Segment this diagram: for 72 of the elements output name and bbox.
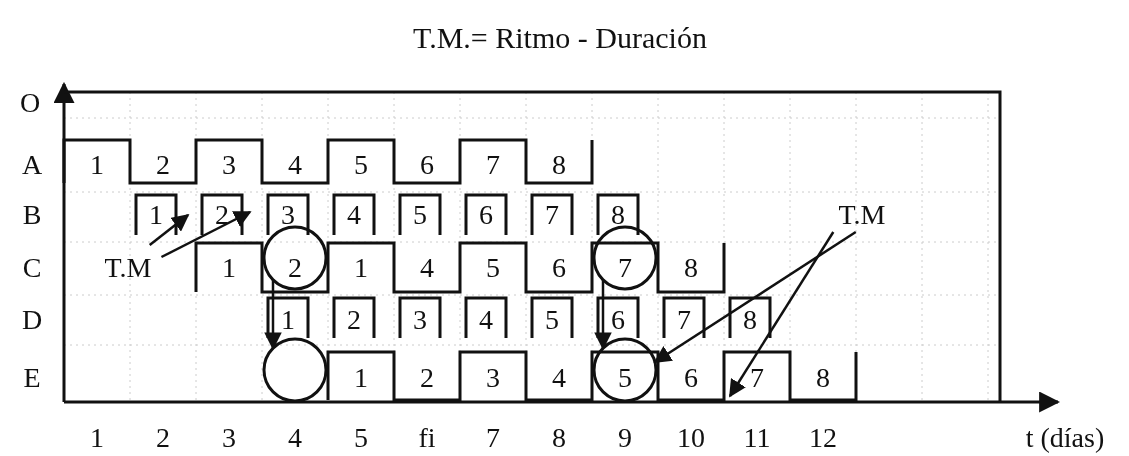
block-number: 6 <box>552 254 566 282</box>
block-number: 8 <box>816 364 830 392</box>
tick-label: 2 <box>156 424 170 452</box>
block-number: 5 <box>545 306 559 334</box>
annotation-label: T.M <box>838 201 886 229</box>
block-number: 8 <box>684 254 698 282</box>
block-number: 3 <box>486 364 500 392</box>
tick-label: 8 <box>552 424 566 452</box>
block-number: 4 <box>347 201 361 229</box>
tick-label: 7 <box>486 424 500 452</box>
block-number: 4 <box>552 364 566 392</box>
tick-label: 10 <box>677 424 705 452</box>
circle-marker <box>262 337 328 403</box>
tick-label: 3 <box>222 424 236 452</box>
row-label: C <box>22 254 42 282</box>
arrow <box>264 279 282 350</box>
block-number: 1 <box>354 364 368 392</box>
block-number: 4 <box>420 254 434 282</box>
block-number: 7 <box>677 306 691 334</box>
block-number: 8 <box>552 151 566 179</box>
block-number: 1 <box>354 254 368 282</box>
block-number: 4 <box>288 151 302 179</box>
row-label: D <box>21 306 43 334</box>
tick-label: 4 <box>288 424 302 452</box>
block-number: 1 <box>149 201 163 229</box>
title: T.M.= Ritmo - Duración <box>413 23 707 53</box>
tick-label: 9 <box>618 424 632 452</box>
block-number: 2 <box>420 364 434 392</box>
block-number: 4 <box>479 306 493 334</box>
block-number: 5 <box>413 201 427 229</box>
circle-marker <box>592 337 658 403</box>
block-number: 5 <box>354 151 368 179</box>
axis-label: O <box>19 89 41 117</box>
block-number: 2 <box>215 201 229 229</box>
block-number: 5 <box>618 364 632 392</box>
row-label: A <box>21 151 43 179</box>
block-number: 7 <box>750 364 764 392</box>
block-number: 6 <box>420 151 434 179</box>
block-number: 2 <box>156 151 170 179</box>
block-number: 6 <box>684 364 698 392</box>
block-number: 3 <box>281 201 295 229</box>
block-number: 1 <box>222 254 236 282</box>
row-label: E <box>23 364 41 392</box>
block-number: 3 <box>222 151 236 179</box>
circle-marker <box>592 225 658 291</box>
block-number: 3 <box>413 306 427 334</box>
axis-label: t (días) <box>1025 424 1105 452</box>
block-number: 6 <box>479 201 493 229</box>
leader-arrow <box>728 231 835 398</box>
leader-arrow <box>653 230 857 364</box>
block-number: 1 <box>281 306 295 334</box>
tick-label: 1 <box>90 424 104 452</box>
block-number: 2 <box>347 306 361 334</box>
block-number: 7 <box>545 201 559 229</box>
block-number: 1 <box>90 151 104 179</box>
leader-arrow <box>160 210 252 259</box>
row-label: B <box>22 201 42 229</box>
block-number: 5 <box>486 254 500 282</box>
tick-label: 5 <box>354 424 368 452</box>
block-number: 7 <box>486 151 500 179</box>
leader-arrow <box>148 213 190 246</box>
tick-label: 12 <box>809 424 837 452</box>
block-number: 6 <box>611 306 625 334</box>
annotation-label: T.M <box>104 254 152 282</box>
block-number: 8 <box>743 306 757 334</box>
arrow <box>594 279 612 350</box>
block-number: 8 <box>611 201 625 229</box>
circle-marker <box>262 225 328 291</box>
tick-label: 11 <box>743 424 771 452</box>
block-number: 7 <box>618 254 632 282</box>
block-number: 2 <box>288 254 302 282</box>
tick-label: fi <box>418 424 436 452</box>
